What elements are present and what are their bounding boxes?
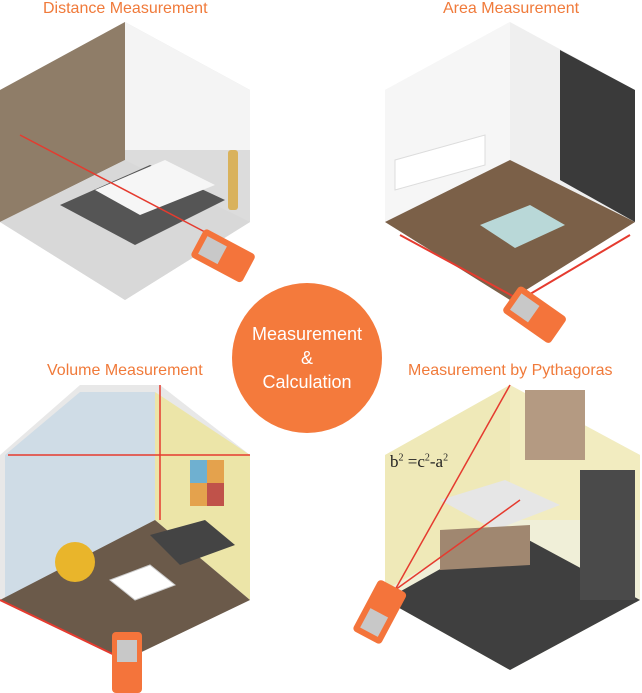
area-measurement-label: Area Measurement (443, 0, 580, 17)
center-line-3: Calculation (262, 372, 352, 392)
formula-exp-b: 2 (398, 452, 404, 464)
laser-meter-device (503, 286, 566, 343)
volume-measurement-label: Volume Measurement (47, 362, 203, 379)
kitchen-room (385, 384, 640, 670)
laser-meter-device (112, 632, 142, 693)
formula-exp-c: 2 (424, 452, 430, 464)
center-line-1: Measurement (251, 324, 363, 344)
laser-meter-device (191, 229, 255, 283)
bathroom-room (385, 22, 635, 301)
bedroom-room (0, 22, 250, 300)
distance-measurement-label: Distance Measurement (43, 0, 208, 17)
center-line-2: & (300, 348, 313, 368)
laser-meter-device (353, 580, 407, 644)
formula-exp-a: 2 (443, 452, 449, 464)
pythagoras-measurement-label: Measurement by Pythagoras (408, 362, 613, 379)
formula-eq: =c (403, 452, 425, 471)
living-room (0, 385, 250, 661)
center-badge: Measurement & Calculation (232, 283, 382, 433)
formula-b: b (390, 452, 399, 471)
formula-minus: -a (429, 452, 444, 471)
pythagoras-formula: b2 =c2-a2 (390, 452, 448, 472)
